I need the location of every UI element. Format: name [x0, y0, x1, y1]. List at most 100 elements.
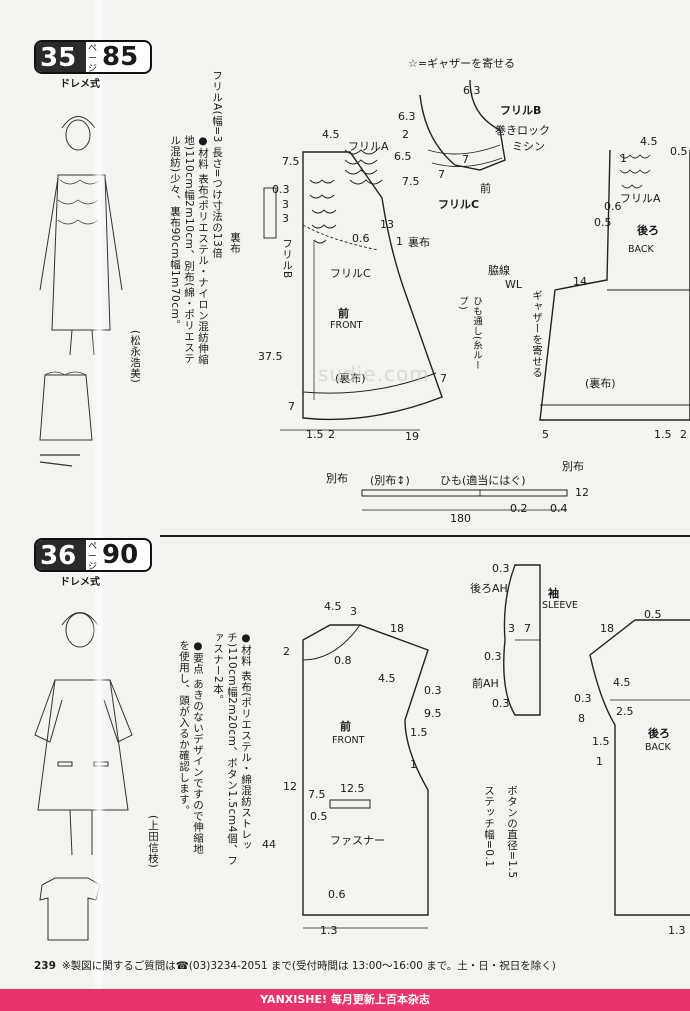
p35-label-back-jp: 後ろ [637, 224, 659, 237]
p35-dim: 2 [402, 128, 409, 141]
p35-label-urafu: 裏布 [408, 236, 430, 249]
p36-back-outline [589, 619, 690, 916]
p36-dim: 0.5 [644, 608, 662, 621]
p35-dim: 7 [462, 153, 469, 166]
p36-credit: (上田信枝) [147, 815, 159, 869]
p36-dim: 18 [600, 622, 614, 635]
p35-dim: 4.5 [322, 128, 340, 141]
p36-button-note: ボタンの直径=1.5 [506, 785, 518, 879]
p36-dim: 0.5 [310, 810, 328, 823]
p36-dim: 12.5 [340, 782, 365, 795]
p35-dim: 19 [405, 430, 419, 443]
p36-materials: ●材料 表布(ポリエステル・綿混紡ストレッチ)110cm幅2m20cm、ボタン1… [212, 632, 252, 866]
p36-label-front-jp: 前 [340, 720, 351, 733]
p35-dress-label: ドレメ式 [60, 79, 100, 90]
p35-dim: 2 [680, 428, 687, 441]
p35-gather-note: ☆=ギャザーを寄せる [408, 57, 516, 70]
p35-label-himo: ひも(適当にはぐ) [440, 474, 526, 487]
p36-dim: 0.3 [484, 650, 502, 663]
p36-label-front-ah: 前AH [472, 677, 499, 690]
p36-dim: 2.5 [616, 705, 634, 718]
p35-dim: 4.5 [640, 135, 658, 148]
p36-dim: 2 [283, 645, 290, 658]
p35-dim: 3 [282, 212, 289, 225]
p35-dim: 0.5 [670, 145, 688, 158]
p35-dim: 1.5 [654, 428, 672, 441]
p35-dim: 0.6 [352, 232, 370, 245]
p35-front-outline [302, 151, 443, 421]
p36-badge-page: 90 [102, 540, 139, 570]
p35-frill-note: フリルA(幅=3 長さ=つけ寸法の13倍 [211, 70, 223, 259]
p35-dim: 7.5 [282, 155, 300, 168]
p35-label-gather-v: ギャザーを寄せる [531, 290, 543, 378]
p36-front-outline [302, 624, 429, 916]
p35-label-frill-a: フリルA [348, 140, 389, 153]
p35-label-side-line: 脇線 [488, 264, 510, 277]
p35-dim: 6.5 [394, 150, 412, 163]
p35-label-frill-b-top: フリルB [500, 104, 542, 117]
p35-label-bekkafu-tie: (別布↕) [370, 474, 410, 487]
p36-label-front-en: FRONT [332, 735, 365, 746]
p35-badge-number: 35 [40, 43, 77, 73]
p35-dim: 2 [328, 428, 335, 441]
p35-dim: 0.2 [510, 502, 528, 515]
p35-label-front-en: FRONT [330, 320, 363, 331]
p35-dim: 0.4 [550, 502, 568, 515]
p35-yoke-outline [419, 79, 506, 171]
p36-dim: 4.5 [378, 672, 396, 685]
p35-badge-page-word: ページ [88, 44, 98, 74]
bottom-banner: YANXISHE! 每月更新上百本杂志 [0, 989, 690, 1011]
p35-label-frill-c: フリルC [330, 267, 371, 280]
p35-dim: 14 [573, 275, 587, 288]
p35-dim: 6.3 [463, 84, 481, 97]
p36-dim: 0.3 [424, 684, 442, 697]
p35-label-maki-lock: 巻きロック [495, 124, 550, 137]
p36-dim: 0.3 [574, 692, 592, 705]
p35-label-wl: WL [505, 278, 523, 291]
p36-dim: 44 [262, 838, 276, 851]
p36-dim: 1 [596, 755, 603, 768]
p35-dim: 180 [450, 512, 471, 525]
p35-dim: 6.3 [398, 110, 416, 123]
p36-label-back-ah: 後ろAH [470, 582, 508, 595]
p36-dim: 3 [508, 622, 515, 635]
p35-label-front-small: 前 [480, 182, 491, 195]
p35-dim: 7 [440, 372, 447, 385]
p35-materials: ●材料 表布(ポリエステル・ナイロン混紡伸縮地)110cm幅2m10cm、別布(… [169, 135, 209, 365]
p35-dim: 13 [380, 218, 394, 231]
p36-dress-label: ドレメ式 [60, 577, 100, 588]
watermark: sudie.com [318, 362, 430, 386]
p36-dim: 18 [390, 622, 404, 635]
p36-dim: 1.5 [410, 726, 428, 739]
p35-label-himo-dooshi: ひも通し(糸ループ) [457, 296, 482, 371]
p35-label-mishin: ミシン [512, 140, 545, 153]
p36-dim: 1.3 [668, 924, 686, 937]
p35-label-back-en: BACK [628, 244, 654, 255]
p35-label-bekkafu-end: 別布 [562, 460, 584, 473]
p36-badge-page-word: ページ [88, 542, 98, 572]
p36-badge-number: 36 [40, 541, 77, 571]
p35-dim: 1 [396, 235, 403, 248]
p36-dim: 1.5 [592, 735, 610, 748]
p35-label-frill-a-back: フリルA [620, 192, 661, 205]
p36-dim: 8 [578, 712, 585, 725]
p36-dim: 12 [283, 780, 297, 793]
p35-label-lining: (裏布) [335, 372, 366, 385]
p35-dim: 12 [575, 486, 589, 499]
p36-dim: 4.5 [324, 600, 342, 613]
p36-dim: 0.8 [334, 654, 352, 667]
p35-dim: 0.3 [272, 183, 290, 196]
p36-dim: 4.5 [613, 676, 631, 689]
p36-dim: 7.5 [308, 788, 326, 801]
p35-credit: (松永浩美) [129, 330, 141, 384]
p35-label-urafu-left: 裏布 [229, 232, 241, 254]
p36-point: ●要点 あきのないデザインですので伸縮地を使用し、頭が入るか確認します。 [178, 640, 204, 855]
page-number: 239 [34, 960, 56, 972]
p35-page-badge: 35 ページ 85 [34, 40, 152, 74]
p36-dim: 0.6 [328, 888, 346, 901]
p36-label-zipper: ファスナー [330, 834, 385, 847]
p35-dim: 0.6 [604, 200, 622, 213]
p35-dim: 7 [288, 400, 295, 413]
section-separator [160, 535, 690, 537]
